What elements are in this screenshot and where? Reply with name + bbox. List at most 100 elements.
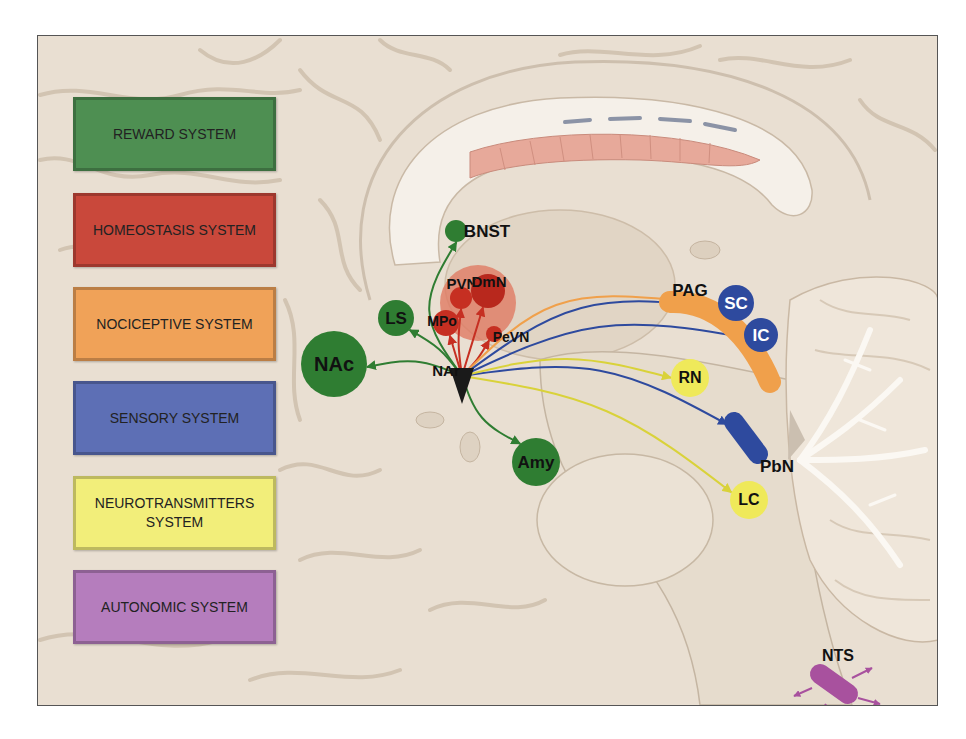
autonomic-arrow xyxy=(794,688,812,696)
nts-output-arrows xyxy=(794,668,880,705)
twig xyxy=(870,495,895,505)
folium xyxy=(820,300,910,320)
stripe xyxy=(620,134,622,158)
gyrus xyxy=(285,300,300,420)
node-label: LC xyxy=(738,492,759,508)
node-label: PeVN xyxy=(493,330,530,344)
projection-arrow xyxy=(462,296,674,376)
nts-nucleus: NTS xyxy=(806,666,866,704)
stripe xyxy=(709,143,710,163)
legend-label: AUTONOMIC SYSTEM xyxy=(101,598,248,617)
arbor-vitae xyxy=(800,330,925,565)
legend-label: NOCICEPTIVE SYSTEM xyxy=(96,315,252,334)
pevn-nucleus: PeVN xyxy=(486,326,502,342)
nac-nucleus: NAc xyxy=(301,331,367,397)
pbn-nucleus: PbN xyxy=(722,410,772,465)
nucleus-circle xyxy=(744,318,778,352)
lc-nucleus: LC xyxy=(730,481,768,519)
node-label: NTS xyxy=(822,648,854,664)
branch xyxy=(800,330,870,460)
fornix-stripes xyxy=(500,134,710,170)
legend-swatch: NEUROTRANSMITTERS SYSTEM xyxy=(73,476,276,550)
nucleus-circle xyxy=(718,285,754,321)
gyrus xyxy=(200,40,280,63)
nucleus-circle xyxy=(445,220,467,242)
stripe xyxy=(590,135,593,159)
gyrus xyxy=(560,46,700,55)
nts-nucleus-shape xyxy=(806,666,866,704)
pituitary xyxy=(460,432,480,462)
legend-swatch: HOMEOSTASIS SYSTEM xyxy=(73,193,276,267)
stripe xyxy=(530,141,535,165)
branch xyxy=(800,460,900,565)
rn-nucleus: RN xyxy=(671,359,709,397)
legend-label: SENSORY SYSTEM xyxy=(110,409,239,428)
bnst-nucleus: BNST xyxy=(445,220,467,242)
legend-swatch: NOCICEPTIVE SYSTEM xyxy=(73,287,276,361)
stripe xyxy=(650,135,651,159)
fornix-band xyxy=(470,134,760,178)
bnst-nucleus-shape xyxy=(445,220,467,242)
legend-label: HOMEOSTASIS SYSTEM xyxy=(93,221,256,240)
ventricle-dash xyxy=(610,118,640,119)
legend-label: NEUROTRANSMITTERS SYSTEM xyxy=(82,494,267,532)
twig xyxy=(860,420,885,430)
pons xyxy=(537,454,713,586)
ventricle-dash xyxy=(565,120,590,122)
brain-section xyxy=(38,36,937,705)
legend-swatch: REWARD SYSTEM xyxy=(73,97,276,171)
ic-nucleus: IC xyxy=(744,318,778,352)
autonomic-arrow xyxy=(818,704,826,705)
gyrus xyxy=(320,200,360,290)
branch xyxy=(800,450,925,460)
gyrus xyxy=(300,550,420,560)
folium xyxy=(835,580,930,600)
sc-nucleus: SC xyxy=(718,285,754,321)
nucleus-circle xyxy=(301,331,367,397)
node-label: IC xyxy=(753,327,770,344)
autonomic-arrow xyxy=(852,668,872,678)
optic-chiasm xyxy=(416,412,444,428)
legend-swatch: SENSORY SYSTEM xyxy=(73,381,276,455)
node-label: LS xyxy=(385,310,407,327)
stripe xyxy=(560,137,564,161)
node-label: NAr xyxy=(432,363,460,378)
ventricle-marks xyxy=(565,118,735,130)
nucleus-circle xyxy=(378,300,414,336)
dmn-nucleus: DmN xyxy=(471,274,505,308)
node-label: RN xyxy=(678,370,701,386)
legend-swatch: AUTONOMIC SYSTEM xyxy=(73,570,276,644)
mpo-nucleus: MPo xyxy=(433,310,459,336)
gyrus xyxy=(380,40,450,70)
gyrus xyxy=(720,58,850,67)
node-label: MPo xyxy=(427,314,457,328)
nucleus-circle xyxy=(730,481,768,519)
twig xyxy=(845,360,870,370)
autonomic-arrow xyxy=(858,698,880,704)
gyrus xyxy=(430,600,545,610)
node-label: SC xyxy=(724,295,748,312)
node-label: Amy xyxy=(518,454,555,471)
nucleus-band xyxy=(820,674,848,694)
ls-nucleus: LS xyxy=(378,300,414,336)
gyrus xyxy=(280,464,380,476)
nucleus-circle xyxy=(512,438,560,486)
corpus-callosum xyxy=(389,97,812,265)
figure-frame xyxy=(38,36,938,706)
amy-nucleus: Amy xyxy=(512,438,560,486)
nucleus-circle xyxy=(671,359,709,397)
fourth-ventricle xyxy=(788,410,805,460)
node-label: PAG xyxy=(672,282,708,299)
node-label: BNST xyxy=(464,223,510,240)
node-label: PbN xyxy=(760,458,794,475)
ventricle-dash xyxy=(705,124,735,130)
stripe xyxy=(680,138,681,161)
nucleus-band xyxy=(734,422,758,454)
ventricle-dash xyxy=(660,119,690,121)
stripe xyxy=(500,148,505,170)
folium xyxy=(815,350,930,370)
cerebellum xyxy=(786,277,937,642)
legend-label: REWARD SYSTEM xyxy=(113,125,236,144)
